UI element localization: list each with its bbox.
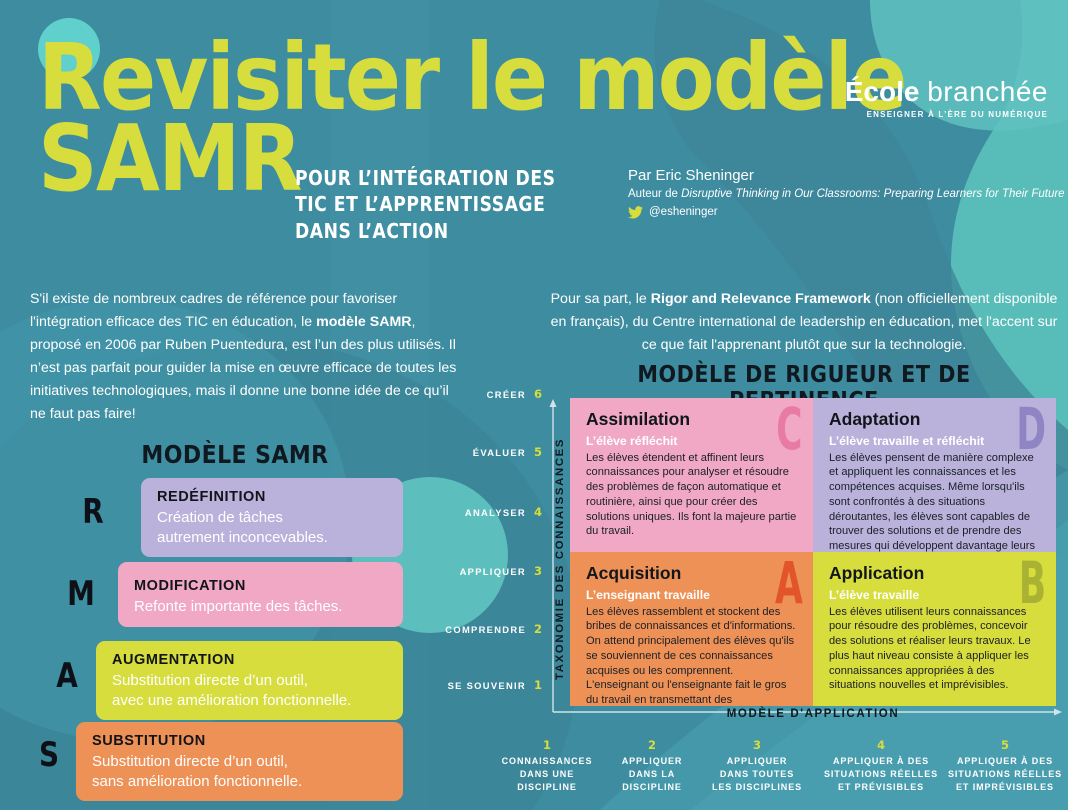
intro-right-bold: Rigor and Relevance Framework [650,291,871,307]
quadrant-letter: C [776,398,803,463]
samr-level-title: SUBSTITUTION [92,733,206,749]
twitter-handle-text: @esheninger [649,206,718,218]
samr-letter-m: M [67,574,95,614]
samr-level-desc: Substitution directe d’un outil, sans am… [92,753,303,790]
page-subtitle: POUR L’INTÉGRATION DES TIC ET L’APPRENTI… [295,166,556,243]
author-name: Par Eric Sheninger [628,167,754,184]
quadrant-body: Les élèves rassemblent et stockent des b… [586,605,796,707]
quadrant-title: Adaptation [829,409,921,429]
samr-level-augmentation: AUGMENTATION Substitution directe d’un o… [96,641,403,721]
quadrant-subtitle: L’élève travaille [829,588,920,603]
intro-left-part1: S'il existe de nombreux cadres de référe… [30,291,398,330]
samr-letter-s: S [38,735,60,775]
page-title: Revisiter le modèle SAMR [38,24,907,212]
intro-right-part1: Pour sa part, le [550,291,651,307]
page-title-line2: SAMR [38,104,302,212]
author-block: Par Eric Sheninger Auteur de Disruptive … [628,166,1065,219]
author-twitter[interactable]: @esheninger [628,205,1065,219]
x-tick-num-3: 3 [752,738,761,752]
x-tick-num-5: 5 [1000,738,1009,752]
x-tick-label-2: APPLIQUER DANS LA DISCIPLINE [621,756,683,793]
y-tick-label-2: COMPRENDRE [445,624,526,635]
page-title-line1: Revisiter le modèle [38,24,907,131]
samr-level-redefinition: REDÉFINITION Création de tâches autremen… [141,478,403,558]
samr-level-desc: Refonte importante des tâches. [134,598,343,616]
y-tick-label-5: ÉVALUER [472,447,526,458]
y-tick-num-3: 3 [534,564,543,578]
rigor-relevance-matrix: C Assimilation L’élève réfléchit Les élè… [570,398,1056,706]
logo-tagline: ENSEIGNER À L’ÈRE DU NUMÉRIQUE [866,110,1048,119]
quadrant-adaptation: D Adaptation L’élève travaille et réfléc… [813,398,1056,552]
y-tick-num-2: 2 [534,622,543,636]
x-tick-label-4: APPLIQUER À DES SITUATIONS RÉELLES ET PR… [823,756,939,793]
author-role-prefix: Auteur de [628,188,682,201]
quadrant-title: Application [829,563,925,583]
samr-level-desc: Substitution directe d’un outil, avec un… [112,672,352,709]
author-book-title: Disruptive Thinking in Our Classrooms: P… [681,188,1065,201]
quadrant-title: Acquisition [586,563,682,583]
author-role: Auteur de Disruptive Thinking in Our Cla… [628,186,1065,203]
y-tick-label-1: SE SOUVENIR [447,680,526,691]
y-tick-num-5: 5 [534,445,543,459]
quadrant-body: Les élèves pensent de manière complexe e… [829,451,1035,553]
intro-left-bold: modèle SAMR [316,314,412,330]
y-tick-num-1: 1 [534,678,543,692]
samr-level-substitution: SUBSTITUTION Substitution directe d’un o… [76,722,403,802]
samr-level-desc: Création de tâches autrement inconcevabl… [157,509,328,546]
twitter-icon [628,205,643,218]
x-tick-label-5: APPLIQUER À DES SITUATIONS RÉELLES ET IM… [947,756,1063,793]
intro-left-part2: , proposé en 2006 par Ruben Puentedura, … [30,314,457,422]
matrix-axes [549,399,1062,716]
samr-level-title: AUGMENTATION [112,652,235,668]
logo-light-text: branchée [927,76,1048,107]
quadrant-application: B Application L’élève travaille Les élèv… [813,552,1056,706]
intro-paragraph-left: S'il existe de nombreux cadres de référe… [30,288,460,426]
quadrant-letter: B [1018,552,1046,617]
y-axis-label: TAXONOMIE DES CONNAISSANCES [554,437,566,680]
y-tick-label-6: CRÉER [486,389,526,400]
quadrant-subtitle: L’élève réfléchit [586,434,678,449]
intro-right-part2: (non officiellement disponible en frança… [550,291,1058,353]
x-tick-label-3: APPLIQUER DANS TOUTES LES DISCIPLINES [711,756,802,793]
x-tick-num-1: 1 [542,738,551,752]
quadrant-title: Assimilation [586,409,691,429]
quadrant-letter: D [1016,398,1046,463]
y-tick-num-4: 4 [534,505,543,519]
samr-letter-a: A [56,656,78,696]
quadrant-letter: A [775,552,803,617]
samr-letter-r: R [82,492,104,532]
y-tick-label-3: APPLIQUER [459,566,526,577]
samr-level-title: MODIFICATION [134,578,246,594]
logo-bold-text: École [844,76,920,107]
y-tick-label-4: ANALYSER [464,507,526,518]
quadrant-subtitle: L’enseignant travaille [586,588,710,603]
samr-heading: MODÈLE SAMR [141,440,329,469]
quadrant-assimilation: C Assimilation L’élève réfléchit Les élè… [570,398,813,552]
quadrant-body: Les élèves utilisent leurs connaissances… [829,605,1031,692]
x-tick-num-2: 2 [647,738,656,752]
samr-level-modification: MODIFICATION Refonte importante des tâch… [118,562,403,627]
quadrant-body: Les élèves étendent et affinent leurs co… [586,451,797,538]
intro-paragraph-right: Pour sa part, le Rigor and Relevance Fra… [548,288,1060,357]
quadrant-subtitle: L’élève travaille et réfléchit [829,434,985,449]
y-tick-num-6: 6 [534,387,543,401]
ecole-branchee-logo: École branchée ENSEIGNER À L’ÈRE DU NUMÉ… [844,76,1048,120]
x-axis-label: MODÈLE D'APPLICATION [726,708,900,720]
x-tick-num-4: 4 [876,738,885,752]
x-tick-label-1: CONNAISSANCES DANS UNE DISCIPLINE [501,756,593,793]
quadrant-acquisition: A Acquisition L’enseignant travaille Les… [570,552,813,706]
samr-level-title: REDÉFINITION [157,489,266,505]
